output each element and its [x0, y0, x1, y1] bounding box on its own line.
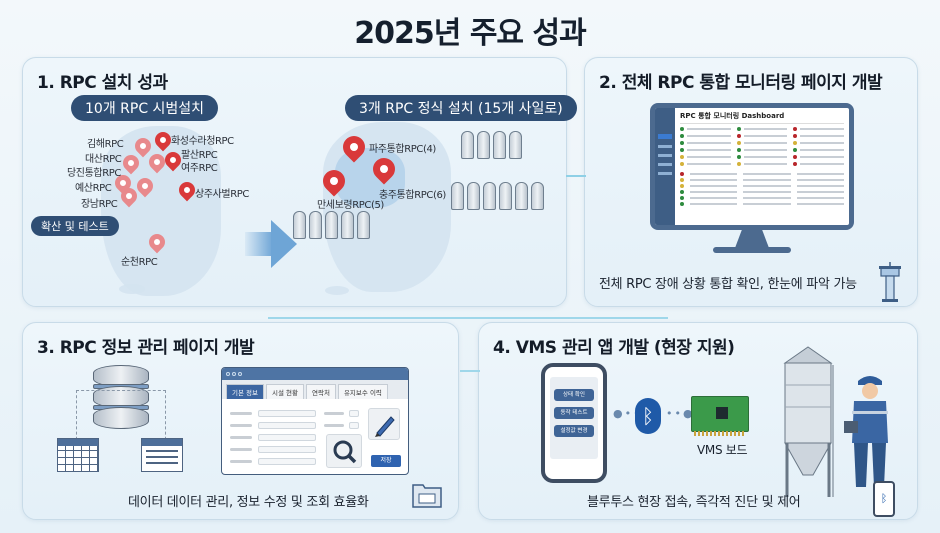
- tab-contacts[interactable]: 연락처: [306, 384, 336, 399]
- connector-line: [460, 370, 480, 372]
- site-label: 팔산RPC: [181, 150, 218, 161]
- tab-basic-info[interactable]: 기본 정보: [226, 384, 264, 399]
- table-icon: [57, 438, 99, 472]
- silo-illustration: [783, 346, 834, 497]
- site-label: 대산RPC: [85, 154, 122, 165]
- panel-caption: 블루투스 현장 접속, 즉각적 진단 및 제어: [587, 495, 801, 510]
- panel-monitoring: 2. 전체 RPC 통합 모니터링 페이지 개발 RPC 통합 모니터링 Das…: [584, 57, 918, 307]
- search-icon: [333, 440, 357, 464]
- form-checkbox[interactable]: [349, 410, 359, 417]
- site-label: 당진통합RPC: [67, 168, 121, 179]
- connector-lines: [76, 390, 166, 445]
- panel-caption: 전체 RPC 장애 상황 통합 확인, 한눈에 파악 가능: [599, 277, 857, 292]
- site-label: 예산RPC: [75, 183, 112, 194]
- monitor-stand: [735, 230, 769, 248]
- official-badge: 3개 RPC 정식 설치 (15개 사일로): [345, 95, 577, 121]
- silo-icon: [451, 182, 464, 210]
- connection-dots: ●••: [613, 407, 642, 420]
- form-checkbox[interactable]: [349, 422, 359, 429]
- jeju-island: [325, 286, 349, 295]
- silo-icon: [357, 211, 370, 239]
- connector-line: [566, 175, 586, 177]
- arrow-tail: [245, 232, 273, 256]
- map-highlight-region: [335, 148, 405, 208]
- silo-icon: [477, 131, 490, 159]
- form-field[interactable]: [258, 458, 316, 465]
- operation-test-button[interactable]: 동작 테스트: [554, 407, 594, 419]
- save-button[interactable]: 저장: [371, 455, 401, 467]
- panel-title: 4. VMS 관리 앱 개발 (현장 지원): [493, 338, 735, 358]
- pilot-badge: 10개 RPC 시범설치: [71, 95, 219, 121]
- site-label: 파주통합RPC(4): [369, 144, 436, 155]
- monitor-base: [713, 247, 791, 253]
- form-field[interactable]: [258, 422, 316, 429]
- worker-illustration: [844, 376, 888, 487]
- site-label: 장남RPC: [81, 199, 118, 210]
- bluetooth-icon: ᛒ: [635, 398, 661, 434]
- search-button[interactable]: [326, 434, 362, 468]
- silo-icon: [461, 131, 474, 159]
- silo-icon: [493, 131, 506, 159]
- tab-facility-status[interactable]: 시설 현황: [266, 384, 304, 399]
- dashboard-title: RPC 통합 모니터링 Dashboard: [680, 111, 844, 124]
- status-grid: [680, 126, 844, 167]
- panel-caption: 데이터 데이터 관리, 정보 수정 및 조회 효율화: [128, 495, 369, 510]
- pencil-icon: [375, 416, 395, 437]
- panel-title: 1. RPC 설치 성과: [37, 73, 168, 93]
- panel-info-management: 3. RPC 정보 관리 페이지 개발 기본 정보 시설 현황 연락처 유지보수…: [22, 322, 459, 520]
- panel-title: 3. RPC 정보 관리 페이지 개발: [37, 338, 255, 358]
- control-tower-icon: [879, 262, 901, 302]
- silo-group-chungju: [451, 182, 544, 210]
- silo-icon: [515, 182, 528, 210]
- phone-bluetooth-icon: ᛒ: [873, 481, 895, 517]
- form-field[interactable]: [258, 410, 316, 417]
- silo-group-boryeong: [293, 211, 370, 239]
- silo-icon: [531, 182, 544, 210]
- silo-icon: [483, 182, 496, 210]
- right-arrow-icon: [271, 220, 297, 268]
- database-icon: [93, 365, 149, 429]
- expansion-badge: 확산 및 테스트: [31, 216, 119, 236]
- silo-icon: [325, 211, 338, 239]
- folder-icon: [412, 484, 442, 508]
- silo-icon: [499, 182, 512, 210]
- dashboard-screen: RPC 통합 모니터링 Dashboard: [655, 108, 849, 225]
- status-check-button[interactable]: 상태 확인: [554, 389, 594, 401]
- form-select[interactable]: [258, 446, 316, 453]
- info-form-window: 기본 정보 시설 현황 연락처 유지보수 이력 저장: [221, 367, 409, 475]
- page-title: 2025년 주요 성과: [354, 16, 586, 51]
- connector-line: [268, 317, 668, 319]
- edit-button[interactable]: [368, 408, 400, 440]
- site-label: 여주RPC: [181, 163, 218, 174]
- window-titlebar: [222, 368, 408, 380]
- site-label: 화성수라청RPC: [171, 136, 234, 147]
- silo-icon: [341, 211, 354, 239]
- silo-icon: [293, 211, 306, 239]
- connection-dots: ••●: [666, 407, 695, 420]
- settings-change-button[interactable]: 설정값 변경: [554, 425, 594, 437]
- silo-icon: [467, 182, 480, 210]
- silo-group-paju: [461, 131, 522, 159]
- tab-maintenance-history[interactable]: 유지보수 이력: [337, 384, 388, 399]
- jeju-island: [119, 284, 145, 294]
- silo-icon: [509, 131, 522, 159]
- form-field[interactable]: [258, 434, 316, 441]
- site-label: 순천RPC: [121, 257, 158, 268]
- smartphone-illustration: 상태 확인 동작 테스트 설정값 변경: [541, 363, 607, 483]
- site-label: 만세보령RPC(5): [317, 200, 384, 211]
- board-label: VMS 보드: [697, 443, 748, 457]
- monitor-illustration: RPC 통합 모니터링 Dashboard: [650, 103, 854, 230]
- silo-icon: [309, 211, 322, 239]
- list-icon: [141, 438, 183, 472]
- form-tabs: 기본 정보 시설 현황 연락처 유지보수 이력: [222, 380, 408, 399]
- vms-board-icon: [691, 396, 749, 436]
- panel-rpc-installation: 1. RPC 설치 성과 10개 RPC 시범설치 김해RPC 대산RPC 당진…: [22, 57, 577, 307]
- site-label: 충주통합RPC(6): [379, 190, 446, 201]
- site-label: 김해RPC: [87, 139, 124, 150]
- panel-vms-app: 4. VMS 관리 앱 개발 (현장 지원) 상태 확인 동작 테스트 설정값 …: [478, 322, 918, 520]
- site-label: 상주사벌RPC: [195, 189, 249, 200]
- dashboard-sidebar: [655, 108, 675, 225]
- panel-title: 2. 전체 RPC 통합 모니터링 페이지 개발: [599, 73, 883, 93]
- alarm-list: [680, 171, 844, 207]
